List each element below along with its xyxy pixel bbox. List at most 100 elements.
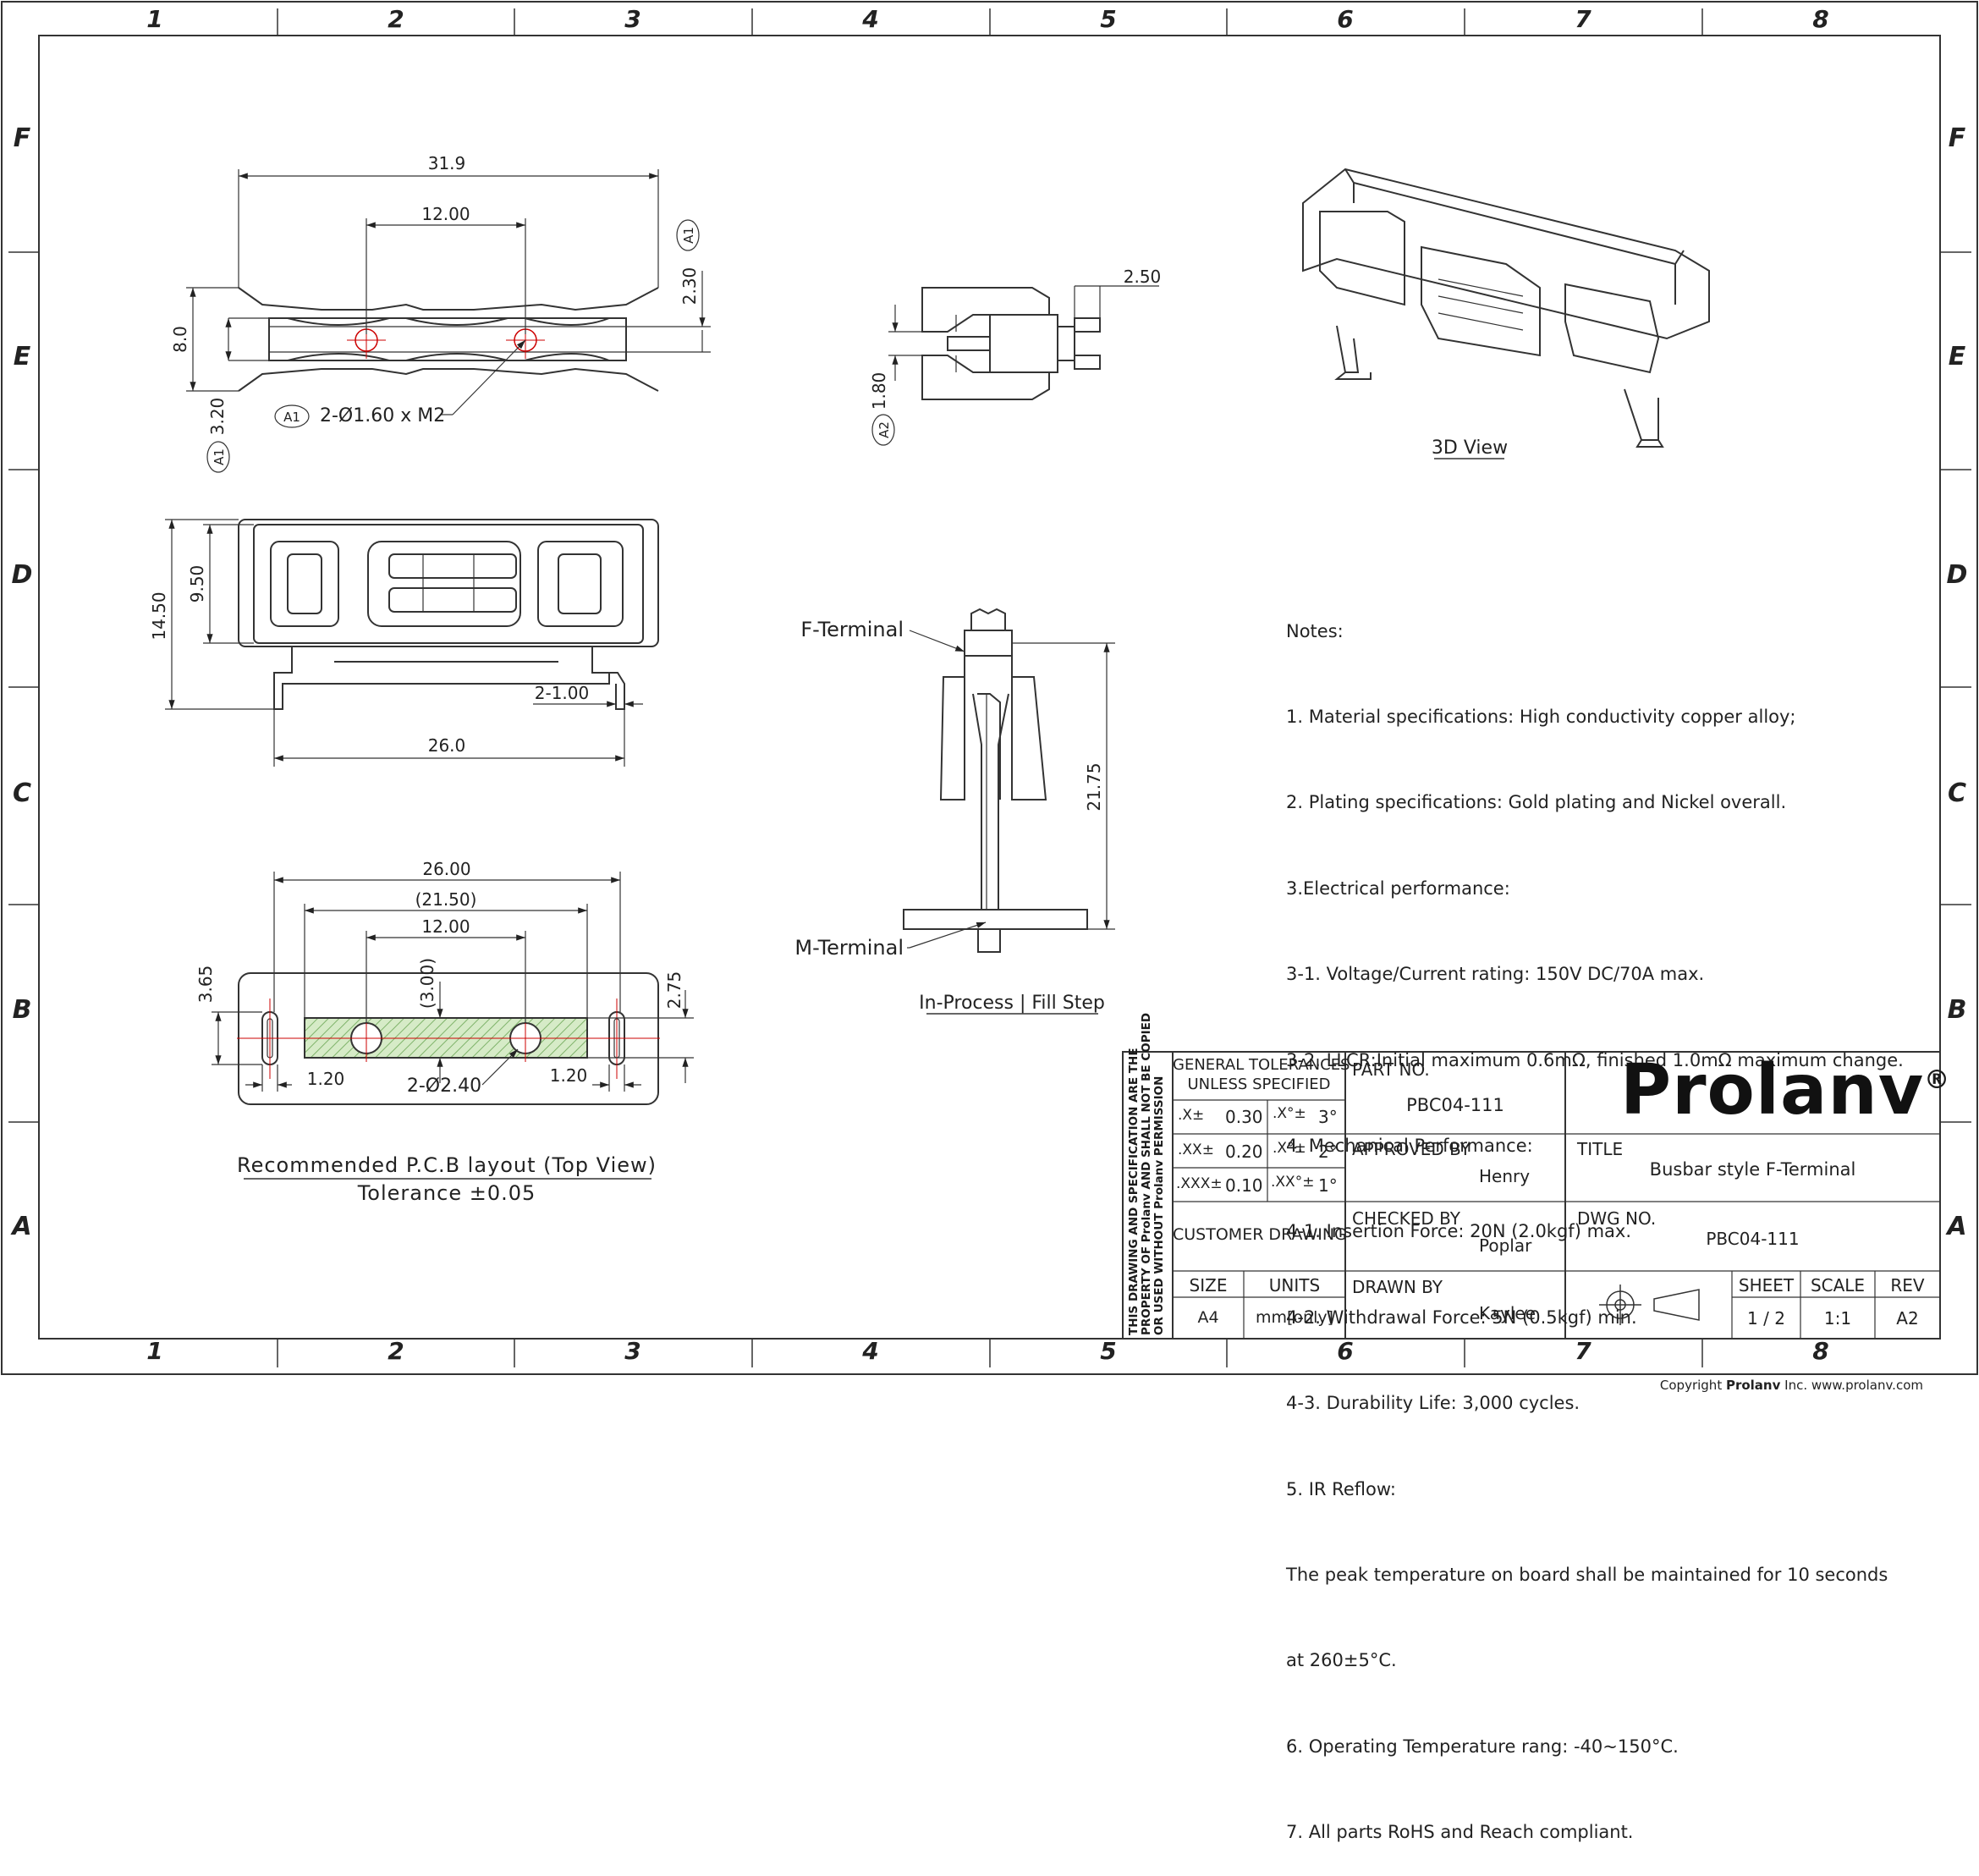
rev-value: A2 [1896, 1308, 1919, 1329]
top-view [186, 169, 711, 473]
note-line: 2. Plating specifications: Gold plating … [1286, 792, 1787, 813]
tol-key-xa: .X°± [1273, 1105, 1306, 1122]
dim-front-2-1-00: 2-1.00 [535, 683, 589, 703]
checked-by-label: CHECKED BY [1352, 1208, 1460, 1229]
dim-pcb-12-00: 12.00 [421, 916, 470, 937]
rev-label: REV [1890, 1275, 1925, 1296]
drawn-by-value: Kaylee [1479, 1303, 1536, 1323]
zone-col-8-bottom: 8 [1812, 1337, 1829, 1365]
zone-row-d-right: D [1946, 560, 1968, 590]
caption-pcb-layout: Recommended P.C.B layout (Top View) [237, 1153, 657, 1177]
zone-col-2-bottom: 2 [388, 1337, 404, 1365]
note-heading: Notes: [1286, 620, 1344, 641]
dim-front-26-0: 26.0 [428, 735, 466, 756]
dwg-no-label: DWG NO. [1577, 1208, 1657, 1229]
scale-value: 1:1 [1823, 1308, 1852, 1329]
zone-col-2-top: 2 [388, 5, 404, 33]
dim-pcb-3-65: 3.65 [195, 966, 216, 1004]
dim-section-21-75: 21.75 [1084, 762, 1104, 811]
caption-in-process: In-Process | Fill Step [919, 993, 1105, 1014]
note-line: at 260±5°C. [1286, 1650, 1397, 1671]
part-no-label: PART NO. [1352, 1059, 1430, 1080]
callout-hole-m2: 2-Ø1.60 x M2 [320, 405, 445, 426]
note-line: 1. Material specifications: High conduct… [1286, 706, 1796, 727]
size-value: A4 [1197, 1308, 1219, 1327]
zone-col-8-top: 8 [1812, 5, 1829, 33]
drawing-sheet: 31.9 12.00 2.30 8.0 3.20 A1 A1 A1 2-Ø1.6… [1, 1, 1978, 1375]
zone-col-7-top: 7 [1575, 5, 1591, 33]
checked-by-value: Poplar [1479, 1235, 1532, 1256]
dim-pcb-2-75: 2.75 [664, 971, 684, 1010]
brand-logo: Prolanv® [1620, 1050, 1949, 1131]
zone-col-6-bottom: 6 [1337, 1337, 1354, 1365]
zone-col-3-top: 3 [624, 5, 641, 33]
title-label: TITLE [1577, 1139, 1624, 1159]
dim-pcb-26-00: 26.00 [422, 859, 470, 879]
tag-a2: A2 [877, 421, 892, 438]
brand-registered-mark: ® [1924, 1065, 1950, 1095]
dim-front-9-50: 9.50 [187, 565, 207, 603]
zone-row-c-right: C [1947, 778, 1967, 808]
zone-col-1-top: 1 [146, 5, 163, 33]
dim-top-8-0: 8.0 [170, 326, 190, 353]
dim-pcb-21-50: (21.50) [415, 889, 477, 910]
tol-val-xxa: 1° [1318, 1175, 1338, 1196]
zone-col-5-bottom: 5 [1100, 1337, 1117, 1365]
dim-pcb-3-00: (3.00) [417, 958, 437, 1009]
label-m-terminal: M-Terminal [794, 936, 904, 960]
zone-row-f-left: F [13, 124, 31, 153]
dim-top-pitch: 12.00 [421, 204, 470, 224]
zone-col-5-top: 5 [1100, 5, 1117, 33]
zone-col-4-top: 4 [862, 5, 879, 33]
note-line: 7. All parts RoHS and Reach compliant. [1286, 1822, 1634, 1843]
size-label: SIZE [1189, 1275, 1228, 1296]
confidential-line: OR USED WITHOUT Prolanv PERMISSION [1152, 1076, 1166, 1335]
note-line: 3-1. Voltage/Current rating: 150V DC/70A… [1286, 964, 1705, 985]
dim-side-1-80: 1.80 [869, 372, 889, 410]
note-line: 4-1. Insertion Force: 20N (2.0kgf) max. [1286, 1221, 1631, 1242]
note-line: 4. Mechanical Performance: [1286, 1135, 1533, 1156]
zone-col-4-bottom: 4 [862, 1337, 879, 1365]
dwg-no-value: PBC04-111 [1706, 1229, 1800, 1249]
zone-row-b-left: B [12, 995, 32, 1025]
tag-a1-right: A1 [681, 227, 696, 244]
sheet-value: 1 / 2 [1747, 1308, 1785, 1329]
note-line: 3.Electrical performance: [1286, 877, 1510, 899]
part-no-value: PBC04-111 [1406, 1095, 1504, 1115]
confidential-line: THIS DRAWING AND SPECIFICATION ARE THE [1127, 1048, 1141, 1335]
projection-symbol-icon [1599, 1285, 1700, 1325]
dim-pcb-1-20-right: 1.20 [550, 1065, 588, 1086]
brand-logo-text: Prolanv [1620, 1050, 1925, 1131]
tol-val-x: 0.30 [1225, 1107, 1263, 1127]
zone-row-f-right: F [1948, 124, 1966, 153]
dim-front-14-50: 14.50 [149, 591, 169, 640]
dim-side-2-50: 2.50 [1124, 267, 1162, 287]
confidential-line: PROPERTY OF Prolanv AND SHALL NOT BE COP… [1140, 1012, 1153, 1335]
section-view [903, 608, 1115, 953]
label-f-terminal: F-Terminal [800, 618, 904, 641]
zone-col-3-bottom: 3 [624, 1337, 641, 1365]
zone-row-e-left: E [13, 342, 31, 371]
units-label: UNITS [1268, 1275, 1321, 1296]
copyright-suffix: Inc. www.prolanv.com [1780, 1378, 1923, 1393]
zone-row-e-right: E [1948, 342, 1966, 371]
tol-key-xx: .XX± [1178, 1142, 1214, 1158]
approved-by-value: Henry [1479, 1166, 1531, 1186]
tol-val-xa: 3° [1318, 1107, 1338, 1127]
drawn-by-label: DRAWN BY [1352, 1277, 1443, 1297]
zone-ticks [8, 8, 1971, 1367]
caption-3d-view: 3D View [1432, 437, 1508, 459]
dim-top-3-20: 3.20 [207, 398, 228, 436]
tol-key-xa2: .X°± [1273, 1140, 1306, 1157]
sheet-label: SHEET [1738, 1275, 1795, 1296]
note-line: 4-3. Durability Life: 3,000 cycles. [1286, 1393, 1580, 1414]
confidential-notice: THIS DRAWING AND SPECIFICATION ARE THE P… [1127, 1012, 1166, 1335]
dim-top-2-30: 2.30 [679, 267, 700, 305]
title-block-grid [1122, 1051, 1941, 1340]
units-value: mm[only] [1255, 1308, 1334, 1327]
tag-a1-left: A1 [212, 448, 227, 465]
tol-val-xx: 0.20 [1225, 1142, 1263, 1162]
note-line: 3-2. LLCR:Initial maximum 0.6mΩ, finishe… [1286, 1049, 1904, 1070]
tolerance-heading-1: GENERAL TOLERANCES [1173, 1056, 1350, 1074]
tol-key-xxa: .XX°± [1271, 1174, 1315, 1191]
